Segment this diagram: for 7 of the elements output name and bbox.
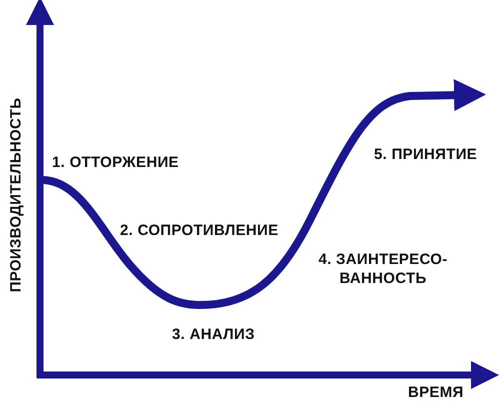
stage-label: 3. АНАЛИЗ [172, 326, 255, 343]
stage-label: 5. ПРИНЯТИЕ [374, 146, 478, 163]
axis-title: ВРЕМЯ [408, 384, 464, 401]
axis-title: ПРОИЗВОДИТЕЛЬНОСТЬ [8, 98, 24, 292]
stage-label: 2. СОПРОТИВЛЕНИЕ [120, 222, 278, 239]
stage-label: 4. ЗАИНТЕРЕСО- ВАННОСТЬ [318, 250, 448, 288]
stage-label: 1. ОТТОРЖЕНИЕ [52, 154, 179, 171]
